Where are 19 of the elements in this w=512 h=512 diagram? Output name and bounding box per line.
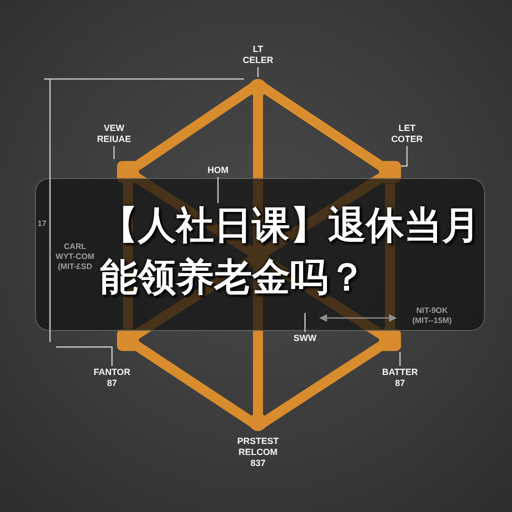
dimension-note: CARL WYT-COM (MIT-£SD: [54, 242, 96, 272]
leader-line: [401, 146, 408, 167]
leader-line: [399, 352, 401, 366]
part-label: SWW: [294, 333, 316, 344]
leader-line: [113, 146, 115, 159]
leader-line: [217, 177, 219, 203]
leader-line: [304, 313, 306, 332]
dimension-note: NIT-9OK (MIT--15M): [411, 306, 453, 326]
part-label: PRSTEST RELCOM 837: [237, 436, 279, 469]
part-label: LET COTER: [391, 123, 423, 145]
part-label: LT CELER: [242, 44, 274, 66]
leader-line: [257, 67, 259, 77]
part-label: BATTER 87: [382, 367, 418, 389]
title-text: 【人社日课】退休当月能领养老金吗？: [100, 202, 481, 301]
part-label: HOM: [208, 165, 228, 176]
part-label: VEW REIUAE: [97, 123, 131, 145]
dimension-value: 17: [38, 219, 46, 229]
part-label: FANTOR 87: [94, 367, 130, 389]
leader-line: [56, 346, 113, 366]
